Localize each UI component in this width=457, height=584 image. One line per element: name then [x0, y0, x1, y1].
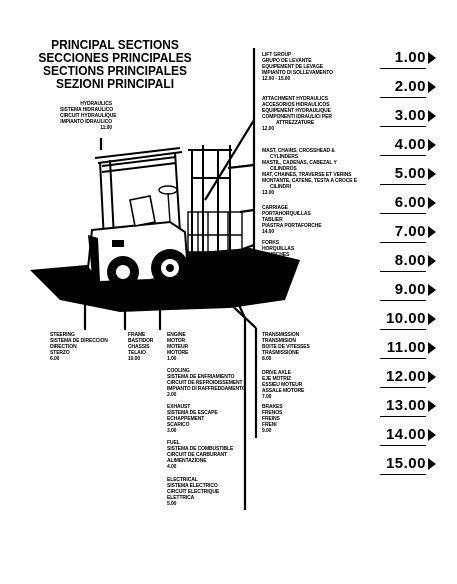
overhead-guard — [94, 147, 183, 241]
arrow-right-icon — [428, 255, 436, 267]
section-tab-12[interactable]: 12.00 — [368, 366, 438, 392]
section-tab-3[interactable]: 3.00 — [368, 105, 438, 131]
arrow-right-icon — [428, 313, 436, 325]
section-tab-8[interactable]: 8.00 — [368, 250, 438, 276]
mast — [188, 145, 232, 262]
section-tab-6[interactable]: 6.00 — [368, 192, 438, 218]
arrow-right-icon — [428, 139, 436, 151]
title-line-es: SECCIONES PRINCIPALES — [38, 50, 192, 65]
arrow-right-icon — [428, 52, 436, 64]
title-line-it: SEZIONI PRINCIPALI — [55, 76, 175, 91]
arrow-right-icon — [428, 284, 436, 296]
arrow-right-icon — [428, 226, 436, 238]
arrow-right-icon — [428, 400, 436, 412]
title-line-fr: SECTIONS PRINCIPALES — [42, 63, 187, 78]
section-tab-10[interactable]: 10.00 — [368, 308, 438, 334]
section-tab-1[interactable]: 1.00 — [368, 47, 438, 73]
section-tab-7[interactable]: 7.00 — [368, 221, 438, 247]
label-forks: FORKS HORQUILLAS FOURCHES FORCHE 15.00 — [262, 240, 295, 270]
arrow-right-icon — [428, 458, 436, 470]
label-carriage: CARRIAGE PORTAHORQUILLAS TABLIER PIASTRA… — [262, 205, 322, 235]
arrow-right-icon — [428, 81, 436, 93]
arrow-right-icon — [428, 168, 436, 180]
label-steering: STEERING SISTEMA DE DIRECCION DIRECTION … — [50, 332, 108, 362]
section-tab-2[interactable]: 2.00 — [368, 76, 438, 102]
label-hydraulics: HYDRAULICS SISTEMA HIDRAULICO CIRCUIT HY… — [60, 101, 117, 131]
steering-wheel — [158, 185, 178, 195]
label-frame: FRAME BASTIDOR CHASSIS TELAIO 10.00 — [128, 332, 154, 362]
label-cooling: COOLING SISTEMA DE ENFRIAMIENTO CIRCUIT … — [167, 368, 246, 398]
arrow-right-icon — [428, 110, 436, 122]
label-transmission: TRANSMISSION TRANSMISION BOITE DE VITESS… — [262, 332, 310, 362]
label-fuel: FUEL SISTEMA DE COMBUSTIBLE CIRCUIT DE C… — [167, 440, 234, 470]
carriage — [187, 211, 243, 271]
section-tab-11[interactable]: 11.00 — [368, 337, 438, 363]
fork-right — [178, 272, 287, 307]
label-electrical: ELECTRICAL SISTEMA ELECTRICO CIRCUIT ELE… — [167, 477, 220, 507]
seat — [129, 195, 156, 227]
label-lift-group: LIFT GROUP GRUPO DE LEVANTE EQUIPEMENT D… — [262, 52, 333, 82]
page-title: PRINCIPAL SECTIONS SECCIONES PRINCIPALES… — [28, 38, 203, 90]
logo-plate — [112, 240, 124, 247]
title-line-en: PRINCIPAL SECTIONS — [51, 37, 179, 52]
label-attachment-hydraulics: ATTACHMENT HYDRAULICS ACCESORIOS HIDRAUL… — [262, 96, 332, 132]
arrow-right-icon — [428, 371, 436, 383]
section-tab-13[interactable]: 13.00 — [368, 395, 438, 421]
section-tab-14[interactable]: 14.00 — [368, 424, 438, 450]
label-engine: ENGINE MOTOR MOTEUR MOTORE 1.00 — [167, 332, 189, 362]
section-tab-5[interactable]: 5.00 — [368, 163, 438, 189]
section-tab-9[interactable]: 9.00 — [368, 279, 438, 305]
section-tab-15[interactable]: 15.00 — [368, 453, 438, 479]
label-drive-axle: DRIVE AXLE EJE MOTRIZ ESSIEU MOTEUR ASSA… — [262, 370, 305, 400]
counterweight — [88, 235, 100, 282]
label-brakes: BRAKES FRENOS FREINS FRENI 9.00 — [262, 404, 283, 434]
label-mast: MAST, CHAINS, CROSSHEAD & CYLINDERS MAST… — [262, 148, 358, 196]
leader-lines — [83, 48, 258, 510]
arrow-right-icon — [428, 342, 436, 354]
section-tab-4[interactable]: 4.00 — [368, 134, 438, 160]
fork-left — [150, 262, 270, 300]
arrow-right-icon — [428, 197, 436, 209]
arrow-right-icon — [428, 429, 436, 441]
label-exhaust: EXHAUST SISTEMA DE ESCAPE ECHAPPEMENT SC… — [167, 404, 218, 434]
